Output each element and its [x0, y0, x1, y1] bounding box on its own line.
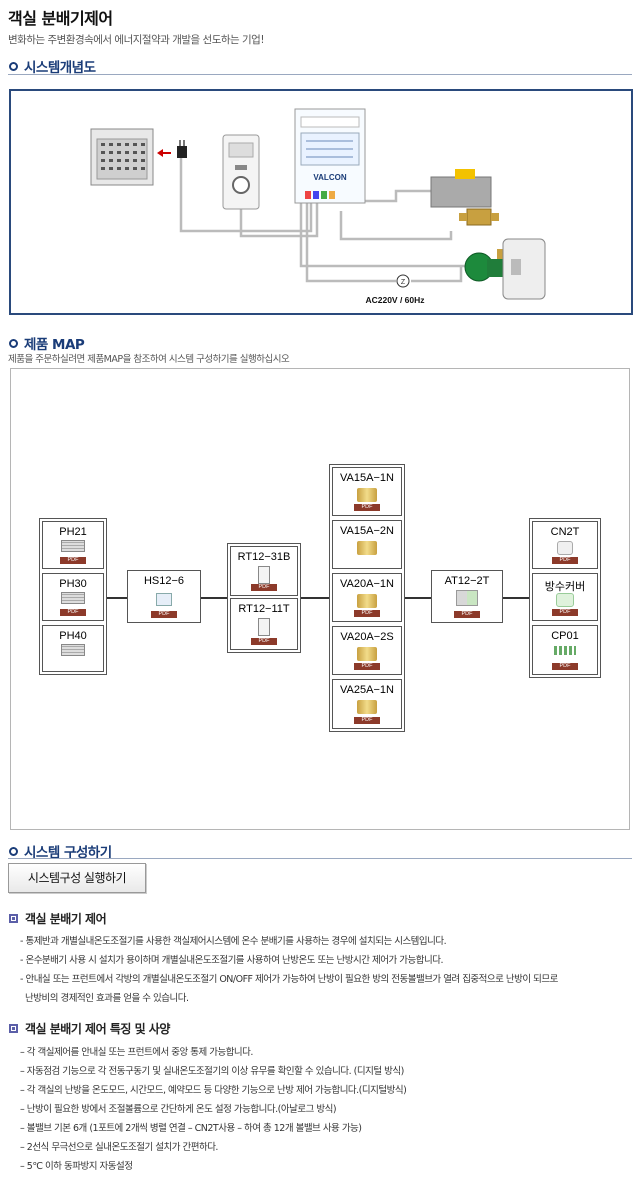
feature1-heading: 객실 분배기 제어	[9, 910, 107, 927]
feature2-line: – 5℃ 이하 동파방지 자동설정	[20, 1161, 133, 1172]
product-rt12-31b[interactable]: RT12−31B PDF	[230, 546, 298, 596]
pdf-download-button[interactable]: PDF	[552, 609, 578, 616]
pump-illustration	[464, 249, 509, 282]
louver-icon	[61, 540, 85, 552]
feature2-line: – 각 객실제어를 안내실 또는 프런트에서 중앙 통제 가능합니다.	[20, 1047, 253, 1058]
pdf-download-button[interactable]: PDF	[354, 504, 380, 511]
pdf-download-button[interactable]: PDF	[354, 663, 380, 670]
clip-icon	[554, 646, 576, 655]
map-note: 제품을 주문하실려면 제품MAP을 참조하여 시스템 구성하기를 실행하십시오	[8, 354, 290, 365]
valve-icon	[357, 700, 377, 714]
thermostat-illustration	[222, 134, 260, 210]
connector-line	[405, 597, 431, 599]
controller-label: VALCON	[313, 173, 346, 182]
actuator-valve-illustration	[430, 169, 499, 226]
pdf-download-button[interactable]: PDF	[454, 611, 480, 618]
run-system-compose-button[interactable]: 시스템구성 실행하기	[8, 863, 146, 893]
thermostat-icon	[258, 618, 270, 636]
circle-bullet-icon	[9, 846, 18, 856]
valve-icon	[357, 541, 377, 555]
page-subtitle: 변화하는 주변환경속에서 에너지절약과 개발을 선도하는 기업!	[8, 34, 265, 46]
page-title: 객실 분배기제어	[8, 9, 113, 28]
feature2-line: – 난방이 필요한 방에서 조절볼륨으로 간단하게 온도 설정 가능합니다.(아…	[20, 1104, 337, 1115]
system-concept-diagram: VALCON Z AC220V / 60Hz	[9, 89, 633, 315]
feature1-line: - 온수분배기 사용 시 설치가 용이하며 개별실내온도조절기를 사용하여 난방…	[20, 955, 443, 966]
feature2-line: – 볼밸브 기본 6개 (1포트에 2개씩 병렬 연결 – CN2T사용 – 하…	[20, 1123, 362, 1134]
pdf-download-button[interactable]: PDF	[60, 609, 86, 616]
map-heading: 제품 MAP	[9, 333, 85, 353]
louver-icon	[61, 644, 85, 656]
feature2-line: – 각 객실의 난방을 온도모드, 시간모드, 예약모드 등 다양한 기능으로 …	[20, 1085, 407, 1096]
product-va20a-1n[interactable]: VA20A−1N PDF	[332, 573, 402, 622]
feature2-heading: 객실 분배기 제어 특징 및 사양	[9, 1020, 170, 1037]
pdf-download-button[interactable]: PDF	[251, 638, 277, 645]
product-ph21[interactable]: PH21 PDF	[42, 521, 104, 569]
feature2-line: – 2선식 무극선으로 실내온도조절기 설치가 간편하다.	[20, 1142, 218, 1153]
concept-illustration: VALCON Z AC220V / 60Hz	[90, 108, 546, 305]
product-va20a-2s[interactable]: VA20A−2S PDF	[332, 626, 402, 675]
connector-line	[107, 597, 127, 599]
controller-illustration: VALCON	[294, 108, 366, 204]
control-panel-illustration	[90, 128, 154, 186]
product-cp01[interactable]: CP01 PDF	[532, 625, 598, 675]
pdf-download-button[interactable]: PDF	[151, 611, 177, 618]
cover-icon	[556, 593, 574, 607]
feature1-line: - 통제반과 개별실내온도조절기를 사용한 객실제어시스템에 온수 분배기를 사…	[20, 936, 447, 947]
product-rt12-11t[interactable]: RT12−11T PDF	[230, 598, 298, 650]
thermostat-icon	[258, 566, 270, 584]
pdf-download-button[interactable]: PDF	[552, 663, 578, 670]
circle-bullet-icon	[9, 61, 18, 71]
connector-line	[201, 597, 227, 599]
product-at12-2t[interactable]: AT12−2T PDF	[431, 570, 503, 623]
louver-icon	[61, 592, 85, 604]
square-bullet-icon	[9, 1024, 18, 1033]
valve-icon	[357, 647, 377, 661]
pdf-download-button[interactable]: PDF	[251, 584, 277, 591]
square-bullet-icon	[9, 914, 18, 923]
power-label: AC220V / 60Hz	[365, 295, 424, 305]
product-map: PH21 PDF PH30 PDF PH40 HS12−6 PDF RT12−3…	[10, 368, 630, 830]
pdf-download-button[interactable]: PDF	[60, 557, 86, 564]
product-va15a-2n[interactable]: VA15A−2N	[332, 520, 402, 569]
svg-text:Z: Z	[401, 279, 406, 286]
section-divider	[8, 74, 632, 75]
compose-heading: 시스템 구성하기	[9, 841, 112, 861]
water-heater-illustration	[502, 238, 546, 300]
feature1-line: 난방비의 경제적인 효과를 얻을 수 있습니다.	[20, 993, 189, 1004]
product-va15a-1n[interactable]: VA15A−1N PDF	[332, 467, 402, 516]
valve-icon	[357, 488, 377, 502]
concept-heading: 시스템개념도	[9, 56, 96, 76]
product-hs12-6[interactable]: HS12−6 PDF	[127, 570, 201, 623]
connector-line	[503, 597, 529, 599]
product-waterproof-cover[interactable]: 방수커버 PDF	[532, 573, 598, 621]
pdf-download-button[interactable]: PDF	[552, 557, 578, 564]
product-ph40[interactable]: PH40	[42, 625, 104, 672]
feature2-line: – 자동점검 기능으로 각 전동구동기 및 실내온도조절기의 이상 유무를 확인…	[20, 1066, 404, 1077]
actuator-icon	[456, 590, 478, 606]
hub-icon	[156, 593, 172, 606]
connector-icon	[557, 541, 573, 555]
product-va25a-1n[interactable]: VA25A−1N PDF	[332, 679, 402, 729]
feature1-line: - 안내실 또는 프런트에서 각방의 개별실내온도조절기 ON/OFF 제어가 …	[20, 974, 558, 985]
section-divider	[8, 858, 632, 859]
product-ph30[interactable]: PH30 PDF	[42, 573, 104, 621]
product-cn2t[interactable]: CN2T PDF	[532, 521, 598, 569]
connector-line	[301, 597, 331, 599]
pdf-download-button[interactable]: PDF	[354, 717, 380, 724]
valve-icon	[357, 594, 377, 608]
circle-bullet-icon	[9, 338, 18, 348]
pdf-download-button[interactable]: PDF	[354, 610, 380, 617]
